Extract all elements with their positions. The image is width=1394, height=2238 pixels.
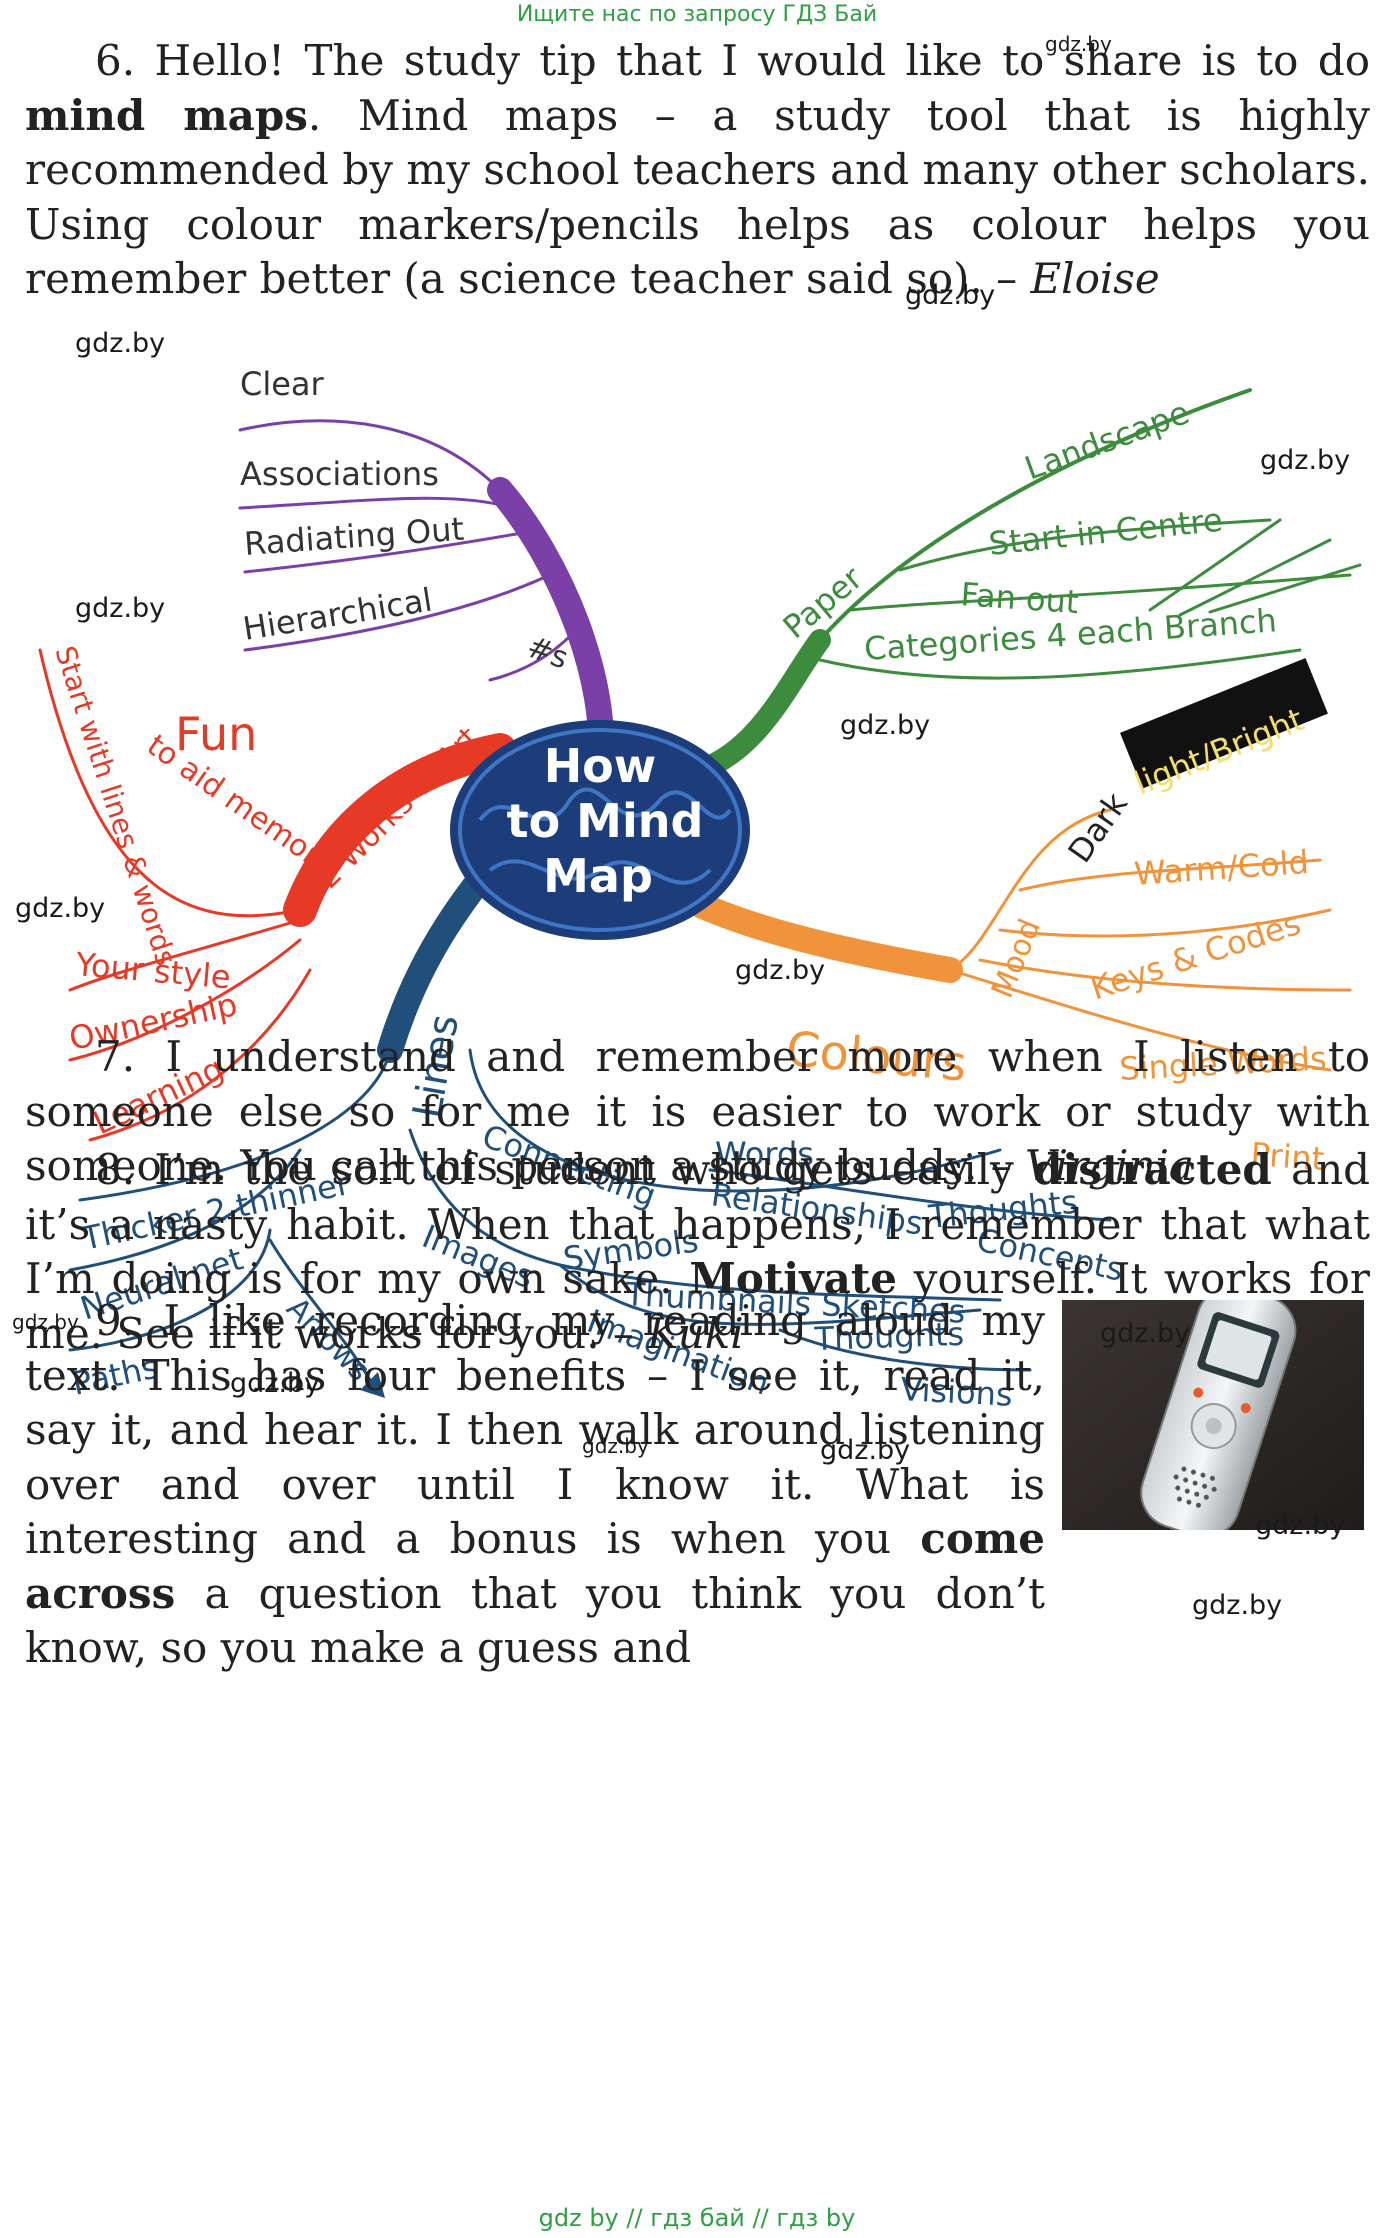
watermark: gdz.by <box>1100 1318 1191 1349</box>
p8-author: Kuki <box>647 1308 744 1358</box>
p7-author: Virginia <box>1025 1141 1194 1190</box>
label-start-in-centre: Start in Centre <box>987 501 1224 563</box>
blue-branch-neural <box>68 1148 302 1272</box>
label-print: Print <box>1249 1135 1325 1178</box>
blue-branch-arrows <box>268 1238 372 1382</box>
paragraph-9: 9. I like recording my reading aloud my … <box>25 1294 1045 1676</box>
watermark: gdz.by <box>1045 32 1112 56</box>
purple-branch-clear <box>238 419 502 492</box>
center-line-2: to Mind <box>507 794 704 848</box>
label-words: Words <box>715 1135 814 1173</box>
p6-author: Eloise <box>1030 254 1160 303</box>
brain-icon <box>450 720 750 940</box>
red-branch-start <box>38 648 302 918</box>
label-landscape: Landscape <box>1020 393 1195 488</box>
top-banner[interactable]: Ищите нас по запросу ГДЗ Бай <box>516 2 878 27</box>
p6-bold-mind-maps: mind maps <box>25 90 308 140</box>
label-fun: Fun <box>175 707 257 761</box>
mind-map: How to Mind Map Clear Associations Radia… <box>38 365 1362 1414</box>
paragraph-6: 6. Hello! The study tip that I would lik… <box>25 34 1370 307</box>
orange-branch-keys <box>998 908 1332 938</box>
orange-branch-single <box>978 958 1352 992</box>
orange-branch-print <box>948 968 1332 1072</box>
label-fan-out: Fan out <box>959 575 1079 621</box>
label-warm-cold: Warm/Cold <box>1133 843 1310 893</box>
watermark: gdz.by <box>75 593 166 624</box>
label-associations: Associations <box>240 455 439 493</box>
footer-links[interactable]: gdz by // гдз бай // гдз by <box>538 2204 856 2232</box>
p6-text-2: . Mind maps – a study tool that is highl… <box>25 90 1370 304</box>
watermark: gdz.by <box>582 1434 649 1458</box>
red-branch-learning <box>88 968 312 1142</box>
blue-branch-visions <box>778 1328 1032 1372</box>
blue-branch-connecting <box>468 1048 1002 1193</box>
voice-recorder-photo <box>1062 1300 1364 1530</box>
center-line-3: Map <box>543 849 653 903</box>
watermark: gdz.by <box>75 328 166 359</box>
bright-badge <box>1120 657 1328 789</box>
orange-branch-warm <box>1018 858 1322 892</box>
purple-branch-associations <box>238 496 522 512</box>
green-branch-categories <box>818 648 1302 680</box>
red-trunk <box>283 733 517 927</box>
p8-text-2: and it’s a nasty habit. When that happen… <box>25 1145 1371 1303</box>
watermark: gdz.by <box>15 893 106 924</box>
watermark: gdz.by <box>735 955 826 986</box>
p8-text-1: 8. I’m the sort of student who gets easi… <box>95 1145 1034 1194</box>
green-trunk <box>689 629 831 781</box>
label-visions: Visions <box>900 1370 1014 1414</box>
green-branch-fan <box>848 573 1352 612</box>
orange-branch-mood <box>948 808 1112 972</box>
center-line-1: How <box>544 739 657 793</box>
label-radiating-out: Radiating Out <box>243 510 465 563</box>
green-fan-lines <box>1148 518 1362 617</box>
watermark: gdz.by <box>840 710 931 741</box>
green-branch-landscape <box>818 388 1252 642</box>
paragraph-7: 7. I understand and remember more when I… <box>25 1030 1370 1194</box>
blue-branch-concepts <box>708 1168 1112 1222</box>
label-hierarchical: Hierarchical <box>240 581 434 648</box>
blue-branch-thicker <box>78 1048 392 1202</box>
purple-branch-hierarchical <box>243 568 562 652</box>
label-mood: Mood <box>985 914 1048 1003</box>
p7-text-1: 7. I understand and remember more when I… <box>25 1032 1370 1190</box>
p8-bold-distracted: distracted <box>1033 1145 1272 1194</box>
watermark: gdz.by <box>1260 445 1351 476</box>
watermark: gdz.by <box>1192 1590 1283 1621</box>
blue-branch-imagination <box>558 1263 982 1326</box>
p6-text-1: 6. Hello! The study tip that I would lik… <box>95 36 1370 85</box>
watermark: gdz.by <box>905 280 996 311</box>
label-keys-codes: Keys & Codes <box>1086 904 1306 1008</box>
red-branch-ownership <box>68 938 302 1062</box>
p9-text-2: a question that you think you don’t know… <box>25 1568 1045 1673</box>
p9-bold-come-across: come across <box>25 1514 1045 1618</box>
blue-branch-images <box>408 1128 1002 1302</box>
watermark: gdz.by <box>230 1368 321 1399</box>
label-clear: Clear <box>240 365 325 403</box>
watermark: gdz.by <box>1255 1510 1346 1541</box>
red-branch-style <box>68 918 302 992</box>
green-branch-centre <box>898 518 1272 572</box>
p8-bold-motivate: Motivate <box>689 1254 898 1303</box>
arrow-head-icon <box>360 1372 385 1398</box>
purple-branch-hash <box>488 618 587 682</box>
blue-branch-paths <box>68 1228 272 1352</box>
p8-text-3: yourself. It works for me. See if it wor… <box>25 1254 1371 1358</box>
purple-branch-radiating <box>243 528 542 574</box>
label-your-style: Your style <box>73 945 232 996</box>
label-hash: #s <box>522 630 572 677</box>
p9-text-1: 9. I like recording my reading aloud my … <box>25 1296 1045 1563</box>
watermark: gdz.by <box>820 1435 911 1466</box>
watermark: gdz.by <box>12 1310 79 1334</box>
label-thoughts-2: Thoughts <box>813 1315 965 1358</box>
paragraph-8: 8. I’m the sort of student who gets easi… <box>25 1143 1370 1361</box>
